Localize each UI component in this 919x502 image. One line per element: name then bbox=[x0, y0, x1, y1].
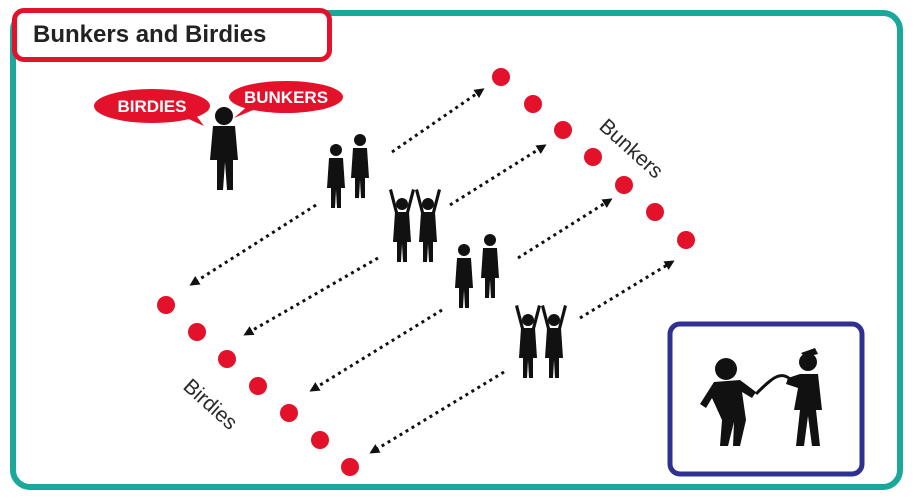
inset-box bbox=[667, 321, 865, 477]
dotted-arrow-icon bbox=[309, 308, 443, 392]
child-pair-3 bbox=[455, 234, 499, 308]
marker-cone-icon bbox=[188, 323, 206, 341]
marker-cone-icon bbox=[492, 68, 510, 86]
dotted-arrow-icon bbox=[391, 88, 485, 154]
dotted-arrows bbox=[189, 88, 675, 454]
child-pair-2 bbox=[389, 189, 441, 262]
marker-cone-icon bbox=[646, 203, 664, 221]
speech-bubble-bunkers: BUNKERS bbox=[229, 81, 343, 118]
bunkers-label: Bunkers bbox=[595, 115, 668, 184]
child-silhouette-icon bbox=[481, 234, 499, 298]
marker-cone-icon bbox=[524, 95, 542, 113]
child-silhouette-icon bbox=[541, 305, 567, 378]
child-pair-4 bbox=[515, 305, 567, 378]
marker-cone-icon bbox=[615, 176, 633, 194]
child-pair-1 bbox=[327, 134, 369, 208]
bubble-birdies-text: BIRDIES bbox=[118, 97, 187, 116]
marker-cone-icon bbox=[249, 377, 267, 395]
diagram-frame bbox=[10, 10, 903, 490]
dotted-arrow-icon bbox=[517, 198, 613, 260]
child-silhouette-icon bbox=[351, 134, 369, 198]
child-silhouette-icon bbox=[455, 244, 473, 308]
dotted-arrow-icon bbox=[579, 260, 675, 320]
child-silhouette-icon bbox=[327, 144, 345, 208]
tag-game-silhouette-icon bbox=[700, 348, 822, 446]
child-silhouette-icon bbox=[515, 305, 541, 378]
marker-cone-icon bbox=[677, 231, 695, 249]
birdies-markers bbox=[157, 296, 359, 476]
dotted-arrow-icon bbox=[369, 370, 505, 454]
marker-cone-icon bbox=[280, 404, 298, 422]
title-box: Bunkers and Birdies bbox=[12, 8, 332, 62]
child-silhouette-icon bbox=[389, 189, 415, 262]
dotted-arrow-icon bbox=[449, 144, 547, 207]
dotted-arrow-icon bbox=[189, 203, 317, 286]
bubble-bunkers-text: BUNKERS bbox=[244, 88, 328, 107]
birdies-label: Birdies bbox=[179, 375, 242, 435]
marker-cone-icon bbox=[218, 350, 236, 368]
marker-cone-icon bbox=[341, 458, 359, 476]
marker-cone-icon bbox=[584, 148, 602, 166]
speech-bubble-birdies: BIRDIES bbox=[94, 89, 210, 126]
child-silhouette-icon bbox=[415, 189, 441, 262]
page-title: Bunkers and Birdies bbox=[33, 21, 267, 48]
coach-silhouette-icon bbox=[210, 107, 238, 190]
marker-cone-icon bbox=[157, 296, 175, 314]
marker-cone-icon bbox=[311, 431, 329, 449]
dotted-arrow-icon bbox=[243, 256, 379, 336]
bunkers-markers bbox=[492, 68, 695, 249]
marker-cone-icon bbox=[554, 121, 572, 139]
